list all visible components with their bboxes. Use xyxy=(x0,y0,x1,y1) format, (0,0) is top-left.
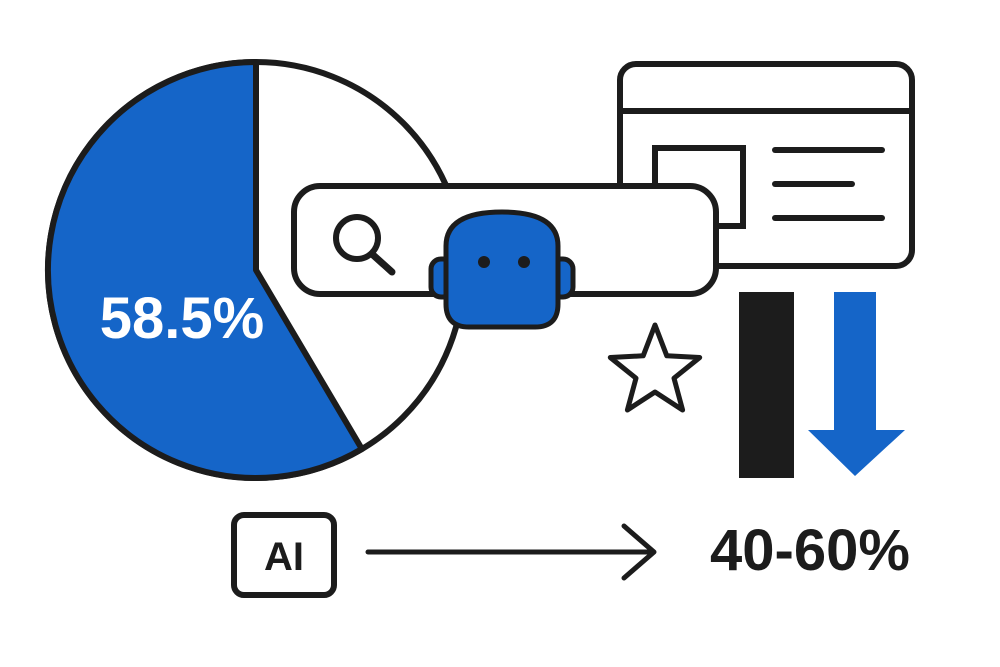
right-arrow-icon xyxy=(365,523,657,581)
robot-head-icon xyxy=(428,209,576,330)
robot-eye-left xyxy=(478,256,490,268)
robot-eye-right xyxy=(518,256,530,268)
ai-badge-label: AI xyxy=(264,535,304,579)
down-arrow-icon xyxy=(808,292,905,476)
pie-slice-highlight xyxy=(45,59,365,481)
pie-percentage-label: 58.5% xyxy=(100,286,264,351)
ai-badge: AI xyxy=(231,512,337,598)
pie-chart: 58.5% xyxy=(45,59,467,481)
robot-head-shape xyxy=(443,209,561,330)
magnifier-icon xyxy=(333,214,396,276)
star-outline-icon xyxy=(607,322,703,413)
black-bar xyxy=(739,292,794,478)
result-range-label: 40-60% xyxy=(710,518,910,583)
ai-badge-frame xyxy=(231,512,337,598)
